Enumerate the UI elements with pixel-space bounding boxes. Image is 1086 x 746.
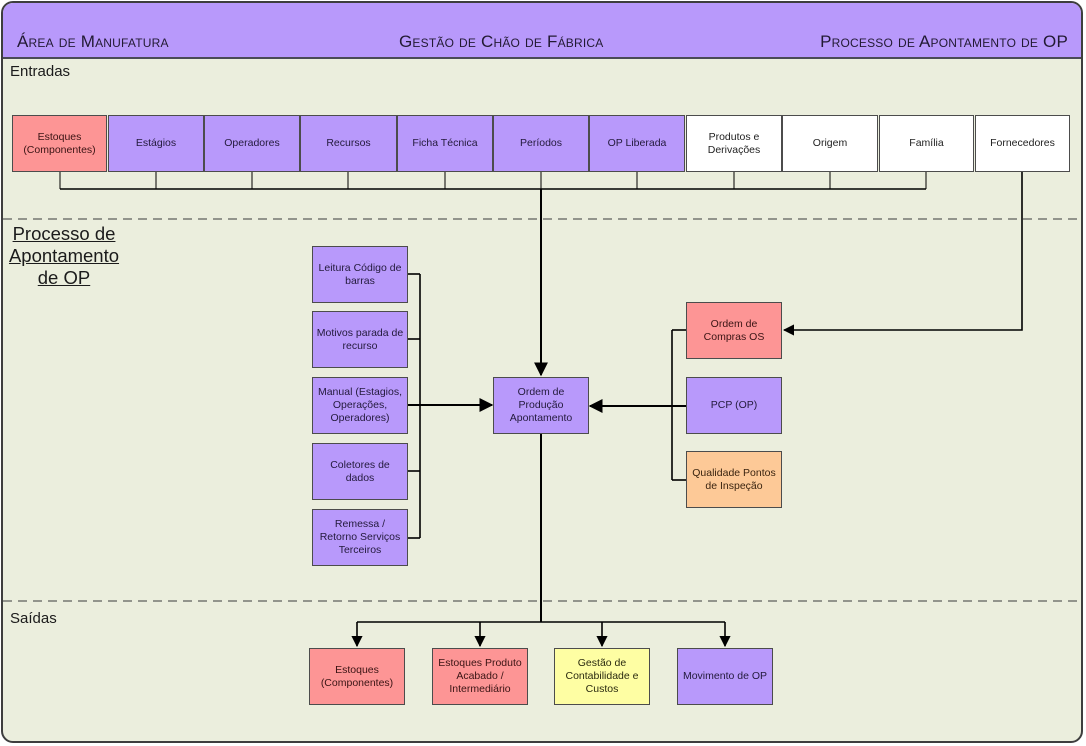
input-box[interactable]: Fornecedores — [975, 115, 1070, 172]
section-label-inputs: Entradas — [10, 63, 71, 80]
input-box[interactable]: Produtos e Derivações — [686, 115, 782, 172]
header-band: Área de Manufatura Gestão de Chão de Fáb… — [3, 3, 1081, 59]
output-box[interactable]: Gestão de Contabilidade e Custos — [554, 648, 650, 705]
input-box[interactable]: Estágios — [108, 115, 204, 172]
input-box[interactable]: OP Liberada — [589, 115, 685, 172]
output-box[interactable]: Estoques (Componentes) — [309, 648, 405, 705]
source-box[interactable]: Qualidade Pontos de Inspeção — [686, 451, 782, 508]
header-area-title: Área de Manufatura — [17, 32, 169, 51]
capture-method-box[interactable]: Manual (Estagios, Operações, Operadores) — [312, 377, 408, 434]
capture-method-box[interactable]: Motivos parada de recurso — [312, 311, 408, 368]
input-box[interactable]: Origem — [782, 115, 878, 172]
input-box[interactable]: Família — [879, 115, 974, 172]
output-box[interactable]: Movimento de OP — [677, 648, 773, 705]
capture-method-box[interactable]: Leitura Código de barras — [312, 246, 408, 303]
source-box[interactable]: Ordem de Compras OS — [686, 302, 782, 359]
output-box[interactable]: Estoques Produto Acabado / Intermediário — [432, 648, 528, 705]
input-box[interactable]: Operadores — [204, 115, 300, 172]
section-label-process: Processo de Apontamento de OP — [8, 223, 120, 288]
header-process-title: Processo de Apontamento de OP — [820, 32, 1068, 51]
central-production-order-box[interactable]: Ordem de Produção Apontamento — [493, 377, 589, 434]
header-module-title: Gestão de Chão de Fábrica — [399, 32, 604, 51]
capture-method-box[interactable]: Coletores de dados — [312, 443, 408, 500]
input-box[interactable]: Recursos — [300, 115, 397, 172]
capture-method-box[interactable]: Remessa / Retorno Serviços Terceiros — [312, 509, 408, 566]
input-box[interactable]: Períodos — [493, 115, 589, 172]
input-box[interactable]: Ficha Técnica — [397, 115, 493, 172]
source-box[interactable]: PCP (OP) — [686, 377, 782, 434]
input-box[interactable]: Estoques (Componentes) — [12, 115, 107, 172]
section-label-outputs: Saídas — [10, 610, 57, 627]
